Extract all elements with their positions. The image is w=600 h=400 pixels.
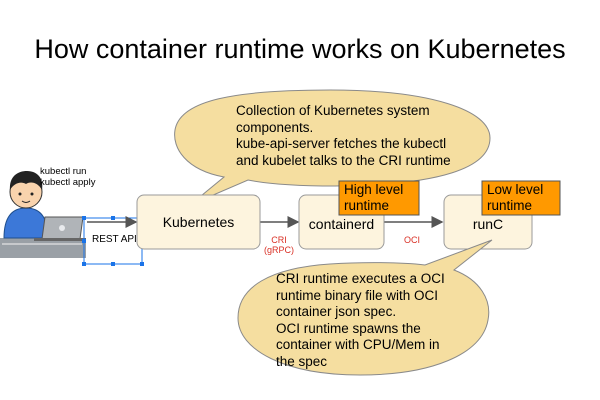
- containerd-label: containerd: [308, 216, 375, 232]
- top-callout-line: kube-api-server fetches the kubectl: [236, 136, 447, 151]
- bottom-callout-line: container with CPU/Mem in: [276, 337, 440, 352]
- kubernetes-label: Kubernetes: [162, 214, 235, 230]
- rest-api-label: REST API: [92, 234, 137, 245]
- user-at-laptop-icon: [0, 171, 86, 258]
- bottom-callout-shape: [237, 239, 493, 376]
- high-level-tag-box: [338, 180, 420, 216]
- bottom-callout-line: container json spec.: [276, 304, 397, 319]
- top-callout-line: components.: [236, 119, 314, 135]
- bottom-callout-line: the spec: [276, 353, 328, 369]
- kubectl-commands: kubectl run kubectl apply: [40, 166, 95, 188]
- high-level-tag-line: High level: [344, 182, 404, 197]
- low-level-tag-line: runtime: [487, 198, 533, 213]
- bottom-callout-text: CRI runtime executes a OCI runtime binar…: [276, 271, 445, 370]
- top-callout-text: Collection of Kubernetes system componen…: [236, 103, 451, 169]
- bottom-callout-line: OCI runtime spawns the: [276, 320, 421, 336]
- oci-edge-label: OCI: [403, 235, 420, 245]
- command-run: kubectl run: [40, 166, 87, 177]
- high-level-tag: High level runtime: [344, 182, 403, 214]
- cri-edge-label: CRI (gRPC): [262, 235, 296, 255]
- grpc-label: (gRPC): [263, 245, 294, 255]
- top-callout-shape: [174, 89, 491, 206]
- bottom-callout-line: CRI runtime executes a OCI: [276, 271, 445, 286]
- low-level-tag-box: [481, 180, 561, 216]
- page-title: How container runtime works on Kubernete…: [34, 34, 566, 64]
- bottom-callout-line: runtime binary file with OCI: [276, 287, 439, 303]
- command-apply: kubectl apply: [40, 177, 96, 188]
- kubernetes-box[interactable]: [136, 194, 261, 250]
- cri-label: CRI: [271, 235, 287, 245]
- runc-label: runC: [472, 216, 504, 232]
- high-level-tag-line: runtime: [344, 198, 390, 213]
- top-callout-line: and kubelet talks to the CRI runtime: [236, 152, 451, 168]
- low-level-tag-line: Low level: [487, 182, 544, 197]
- low-level-tag: Low level runtime: [487, 182, 543, 214]
- top-callout-line: Collection of Kubernetes system: [236, 103, 430, 118]
